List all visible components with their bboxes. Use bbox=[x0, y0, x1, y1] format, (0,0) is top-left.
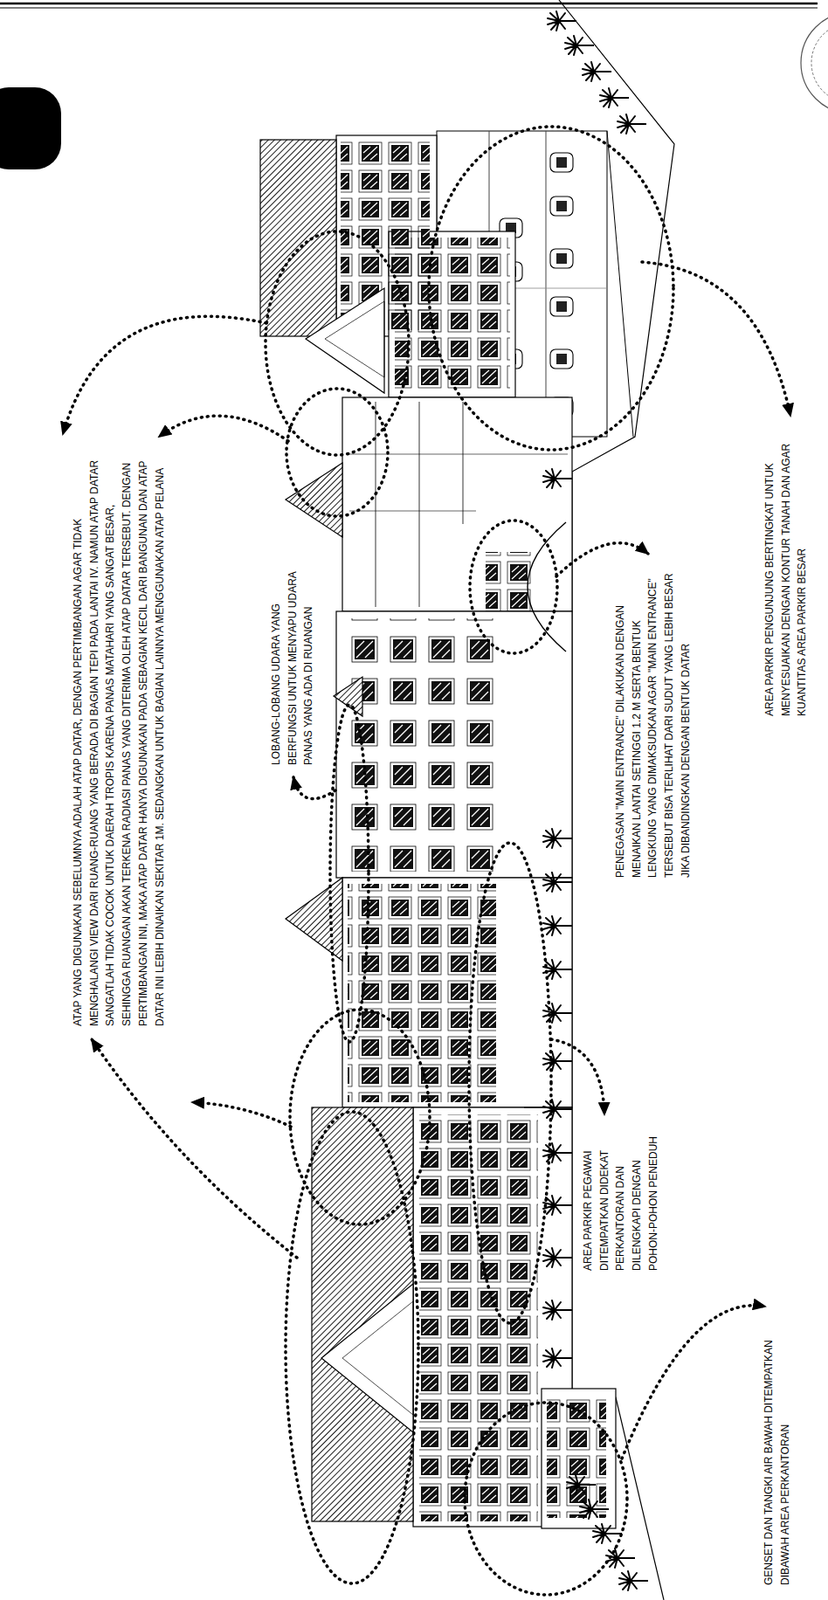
roof bbox=[260, 139, 414, 1522]
roof bbox=[321, 1283, 414, 1433]
palm-tree bbox=[582, 62, 612, 82]
parking-structure bbox=[556, 301, 567, 312]
parking-structure bbox=[556, 200, 567, 212]
dotted-leader-arrow bbox=[158, 415, 289, 442]
window-grid bbox=[546, 1395, 607, 1518]
palm-tree bbox=[543, 1143, 573, 1163]
dotted-leader-arrow bbox=[62, 316, 267, 435]
palm-tree bbox=[543, 1003, 573, 1023]
palm-tree bbox=[600, 88, 629, 108]
palm-tree bbox=[543, 1195, 573, 1215]
palm-tree bbox=[565, 35, 594, 56]
dotted-leader-arrow bbox=[192, 1102, 291, 1127]
roof bbox=[311, 1107, 414, 1522]
palm-tree bbox=[543, 1348, 573, 1368]
building-walls bbox=[336, 611, 573, 878]
palm-tree bbox=[543, 469, 573, 489]
roof bbox=[305, 288, 385, 394]
roof bbox=[285, 462, 343, 538]
sheet-border bbox=[800, 12, 828, 114]
parking-structure bbox=[550, 248, 573, 269]
parking-structure bbox=[556, 157, 567, 168]
entrance-detail bbox=[375, 401, 377, 608]
dotted-callout-ellipse bbox=[469, 842, 552, 1324]
palm-tree bbox=[617, 114, 647, 134]
dotted-leader-arrow bbox=[91, 1039, 297, 1258]
palm-tree bbox=[547, 11, 577, 31]
window-grid bbox=[347, 618, 502, 872]
annotation-note: ATAP YANG DIGUNAKAN SEBELUMNYA ADALAH AT… bbox=[69, 449, 168, 1027]
palm-tree bbox=[619, 1571, 649, 1591]
annotation-note: LOBANG-LOBANG UDARA YANG BERFUNGSI UNTUK… bbox=[268, 564, 318, 766]
roof bbox=[324, 301, 385, 378]
annotation-note: GENSET DAN TANGKI AIR BAWAH DITEMPATKAN … bbox=[760, 1314, 794, 1586]
entrance-detail bbox=[527, 522, 566, 652]
palm-tree bbox=[543, 916, 573, 936]
entrance-detail bbox=[349, 510, 477, 512]
parking-structure bbox=[550, 196, 573, 216]
roof bbox=[285, 877, 343, 961]
parking-structure bbox=[550, 152, 573, 173]
palm-tree bbox=[543, 1051, 573, 1071]
entrance-detail bbox=[419, 401, 421, 608]
parking-structure bbox=[550, 349, 573, 369]
palm-tree bbox=[543, 828, 573, 849]
dotted-leader-arrow bbox=[621, 1305, 766, 1459]
sheet-border bbox=[0, 7, 818, 9]
dotted-callout-ellipse bbox=[469, 520, 558, 654]
building-walls bbox=[342, 397, 573, 612]
window-grid bbox=[485, 552, 532, 612]
palm-tree bbox=[566, 1475, 596, 1495]
dotted-leader-arrow bbox=[556, 543, 649, 577]
parking-structure bbox=[545, 131, 547, 437]
dotted-leader-arrow bbox=[293, 777, 336, 800]
entrance-detail bbox=[462, 401, 464, 525]
palm-tree bbox=[543, 872, 573, 892]
palm-tree bbox=[579, 1499, 609, 1519]
entrance-detail bbox=[349, 401, 573, 1108]
parking-structure bbox=[556, 253, 567, 264]
dotted-callout-ellipse bbox=[265, 126, 674, 1595]
dotted-leader-arrow bbox=[551, 1039, 605, 1115]
palm-tree bbox=[543, 1099, 573, 1119]
roof bbox=[333, 676, 363, 717]
dotted-callout-ellipse bbox=[265, 231, 409, 456]
annotation-note: AREA PARKIR PENGUNJUNG BERTINGKAT UNTUK … bbox=[761, 427, 811, 717]
parking-structure bbox=[607, 131, 634, 437]
parking-structure bbox=[556, 353, 567, 365]
dotted-callout-ellipse bbox=[286, 388, 388, 517]
sheet-border bbox=[0, 87, 62, 170]
sheet-border bbox=[0, 2, 818, 6]
building-walls bbox=[388, 231, 516, 398]
entrance-detail bbox=[349, 454, 568, 456]
roof bbox=[260, 139, 337, 337]
palm-tree bbox=[543, 1300, 573, 1320]
palm-tree bbox=[543, 1248, 573, 1268]
annotation-note: PENEGASAN "MAIN ENTRANCE" DILAKUKAN DENG… bbox=[612, 563, 695, 878]
dotted-leader-arrow bbox=[62, 262, 791, 1459]
roof bbox=[342, 1301, 414, 1415]
dotted-callout-ellipse bbox=[289, 1009, 430, 1225]
window-grid bbox=[394, 237, 511, 392]
parking-structure bbox=[550, 296, 573, 317]
dotted-callout-ellipse bbox=[464, 1402, 628, 1595]
dotted-callout-ellipse bbox=[330, 704, 369, 1042]
dotted-callout-ellipse bbox=[428, 126, 674, 450]
sheet-border bbox=[811, 22, 828, 104]
dotted-leader-arrow bbox=[641, 262, 791, 416]
annotation-note: AREA PARKIR PEGAWAI DITEMPATKAN DIDEKAT … bbox=[579, 1126, 663, 1271]
